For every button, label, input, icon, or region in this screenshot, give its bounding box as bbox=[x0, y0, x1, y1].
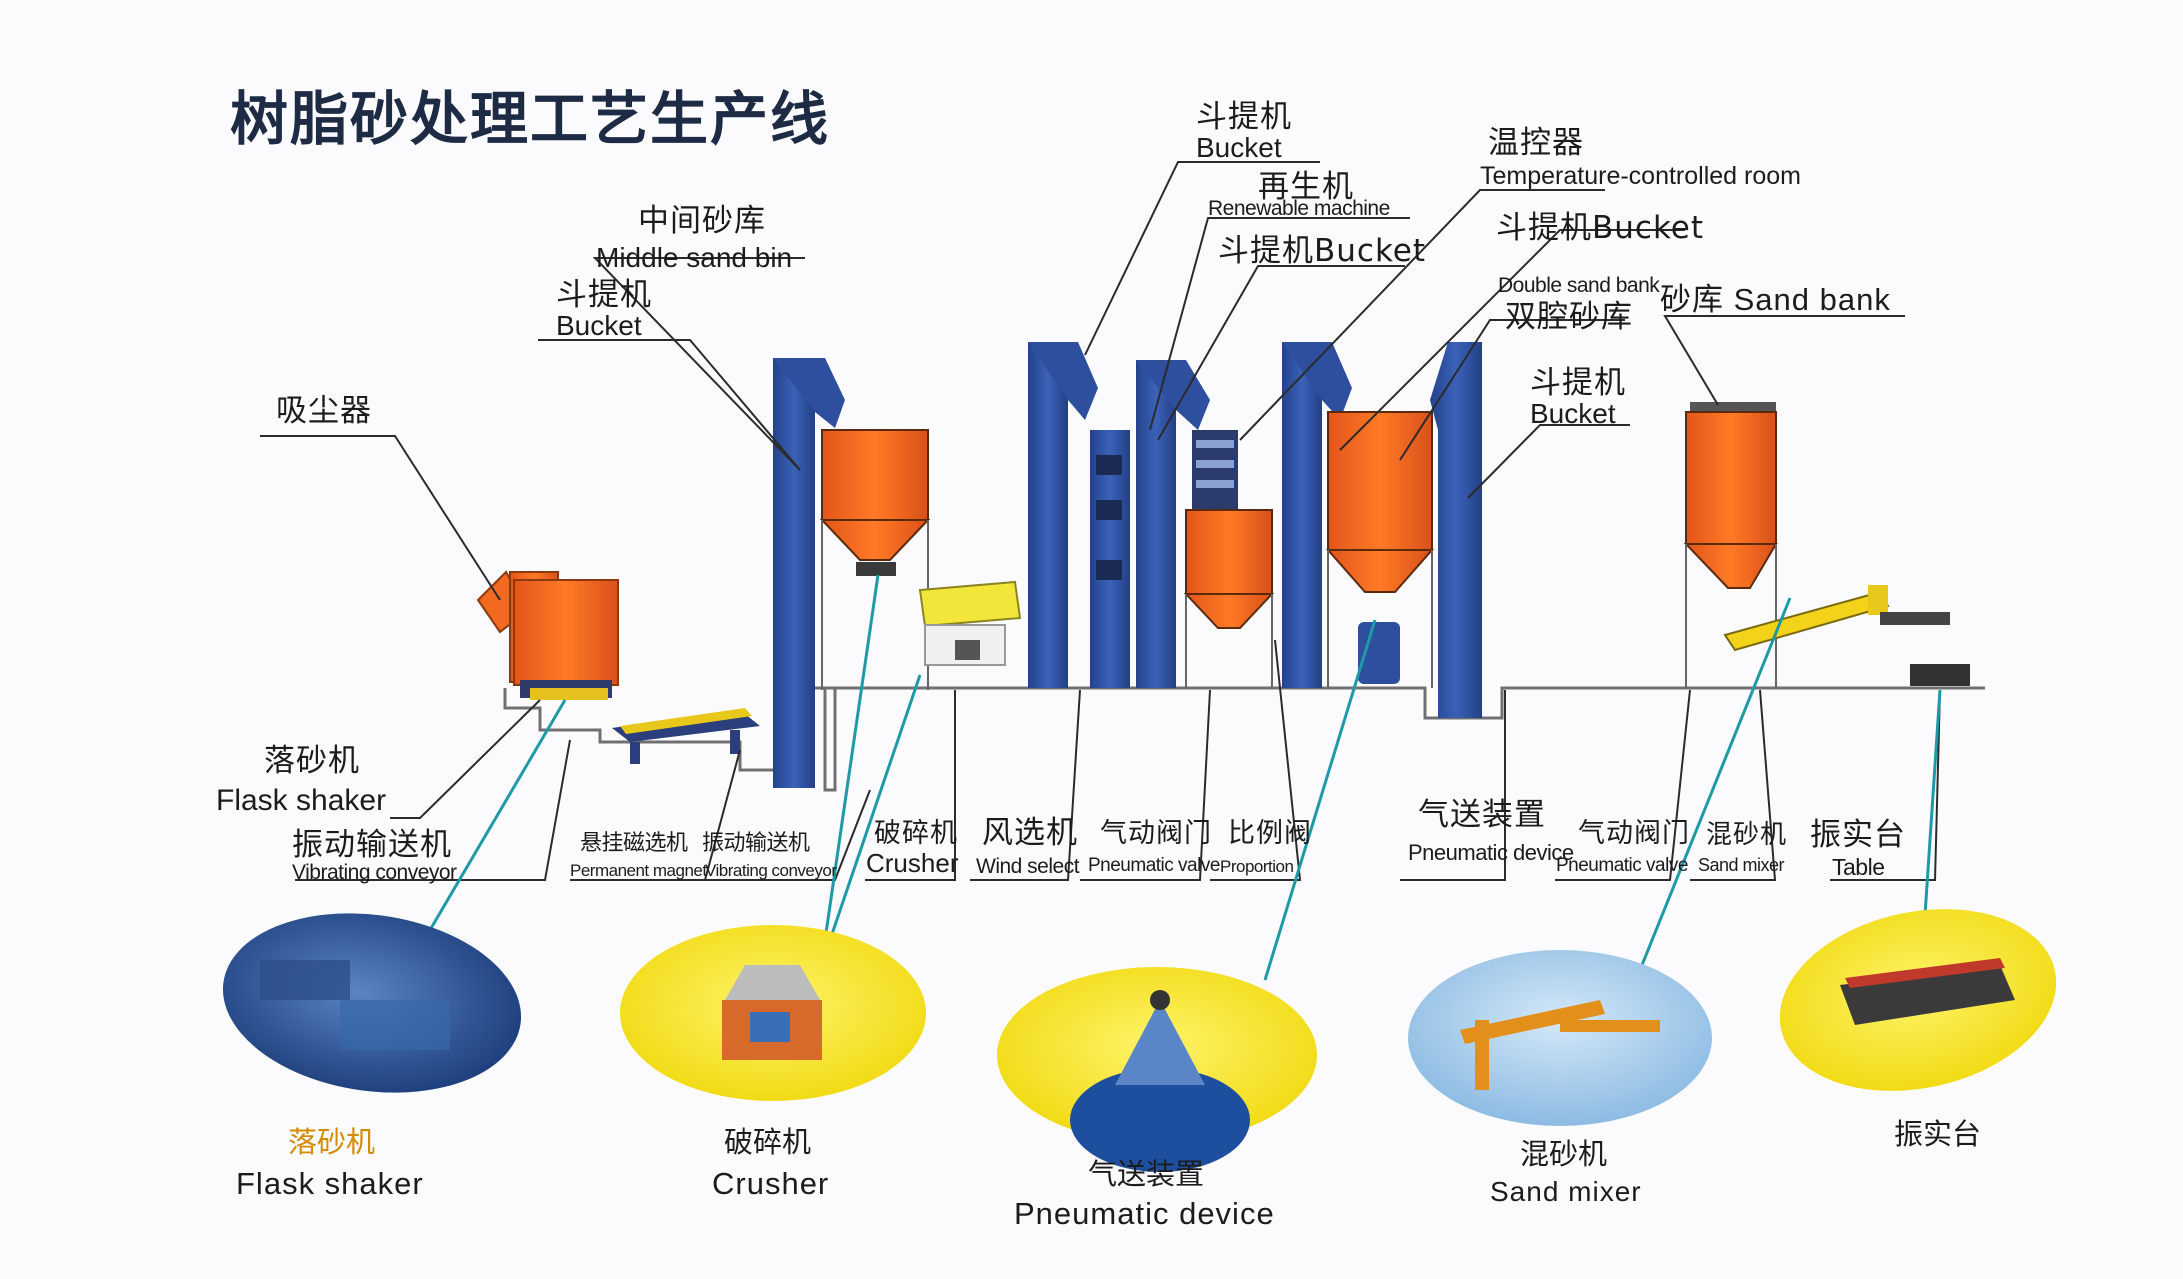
bucket-elevator-4 bbox=[1430, 342, 1482, 718]
regenerator-machine bbox=[1192, 430, 1238, 510]
double-sand-bank bbox=[1325, 411, 1435, 688]
photo-table bbox=[1779, 909, 2057, 1091]
dust-collector bbox=[476, 570, 619, 700]
callout-lines bbox=[428, 574, 1942, 981]
label-table-cn: 振实台 bbox=[1810, 817, 1906, 853]
label-double-cn: 双腔砂库 bbox=[1505, 299, 1633, 335]
label-bucket-1-cn: 斗提机 bbox=[1196, 99, 1292, 135]
label-mixer-en: Sand mixer bbox=[1698, 855, 1785, 875]
label-bucket-5-en: Bucket bbox=[556, 310, 642, 341]
label-magnet-en: Permanent magnet bbox=[570, 861, 707, 880]
label-wind-cn: 风选机 bbox=[982, 815, 1078, 851]
caption-flask-en: Flask shaker bbox=[236, 1166, 424, 1201]
caption-flask-cn: 落砂机 bbox=[288, 1128, 375, 1157]
label-table-en: Table bbox=[1832, 854, 1885, 880]
sand-bank bbox=[1683, 402, 1778, 688]
label-vib1-en: Vibrating conveyor bbox=[292, 861, 457, 884]
label-vib1-cn: 振动输送机 bbox=[292, 827, 452, 863]
label-crusher-cn: 破碎机 bbox=[874, 818, 958, 849]
label-magnet-cn: 悬挂磁选机 bbox=[580, 830, 688, 855]
label-bucket-1-en: Bucket bbox=[1196, 132, 1282, 163]
label-bucket-4-en: Bucket bbox=[1530, 398, 1616, 429]
label-ratio-en: Proportion bbox=[1220, 857, 1294, 876]
label-regen-en: Renewable machine bbox=[1208, 197, 1390, 220]
label-mixer-cn: 混砂机 bbox=[1706, 820, 1788, 850]
bucket-elevator-1 bbox=[773, 358, 845, 788]
label-double-en: Double sand bank bbox=[1498, 274, 1660, 297]
label-dust-collector: 吸尘器 bbox=[276, 393, 372, 429]
label-vib2-en: Vibrating conveyor bbox=[705, 861, 837, 880]
label-vib2-cn: 振动输送机 bbox=[702, 830, 810, 855]
middle-sand-bin bbox=[819, 429, 931, 690]
label-middle-cn: 中间砂库 bbox=[638, 203, 766, 239]
caption-crusher-cn: 破碎机 bbox=[724, 1125, 812, 1159]
label-wind-en: Wind select bbox=[976, 855, 1080, 878]
label-flask-en: Flask shaker bbox=[216, 784, 387, 817]
label-pneu-cn: 气送装置 bbox=[1418, 797, 1546, 833]
label-valve2-en: Pneumatic valve bbox=[1556, 855, 1688, 876]
photo-flask-shaker bbox=[222, 913, 522, 1093]
label-temp-cn: 温控器 bbox=[1488, 125, 1584, 161]
bucket-elevator-2 bbox=[1028, 342, 1210, 688]
label-pneu-en: Pneumatic device bbox=[1408, 840, 1574, 865]
small-silo bbox=[1183, 509, 1275, 688]
label-bucket-5-cn: 斗提机 bbox=[556, 277, 652, 313]
photo-pneumatic-device bbox=[997, 967, 1317, 1172]
sand-mixer-machine bbox=[1723, 585, 1970, 686]
caption-mixer-cn: 混砂机 bbox=[1520, 1137, 1608, 1171]
label-sand-bank: 砂库 Sand bank bbox=[1660, 282, 1891, 317]
label-valve1-cn: 气动阀门 bbox=[1100, 818, 1212, 849]
caption-pneu-en: Pneumatic device bbox=[1014, 1196, 1275, 1231]
label-valve2-cn: 气动阀门 bbox=[1578, 818, 1690, 849]
label-flask-cn: 落砂机 bbox=[264, 743, 360, 779]
caption-pneu-cn: 气送装置 bbox=[1088, 1157, 1205, 1191]
label-regen-cn: 再生机 bbox=[1258, 169, 1354, 205]
page-title: 树脂砂处理工艺生产线 bbox=[230, 85, 831, 153]
photo-sand-mixer bbox=[1408, 950, 1712, 1126]
photo-crusher bbox=[620, 925, 926, 1101]
label-bucket-4-cn: 斗提机 bbox=[1530, 365, 1626, 401]
caption-crusher-en: Crusher bbox=[712, 1166, 830, 1201]
bucket-elevator-3 bbox=[1282, 342, 1352, 688]
label-ratio-cn: 比例阀 bbox=[1228, 818, 1312, 849]
vibrating-conveyor-machine bbox=[612, 708, 760, 764]
crusher-machine bbox=[918, 580, 1022, 666]
label-temp-en: Temperature-controlled room bbox=[1480, 162, 1801, 190]
leader-lines bbox=[260, 161, 1941, 881]
caption-flask-cn-text: 落砂机 bbox=[288, 1125, 376, 1159]
label-middle-en: Middle sand bin bbox=[596, 242, 793, 273]
caption-mixer-en: Sand mixer bbox=[1490, 1176, 1642, 1207]
caption-table-cn: 振实台 bbox=[1894, 1117, 1982, 1151]
label-valve1-en: Pneumatic valve bbox=[1088, 855, 1220, 876]
label-bucket-3: 斗提机Bucket bbox=[1496, 210, 1705, 246]
label-bucket-2: 斗提机Bucket bbox=[1218, 233, 1427, 269]
label-crusher-en: Crusher bbox=[866, 848, 959, 878]
